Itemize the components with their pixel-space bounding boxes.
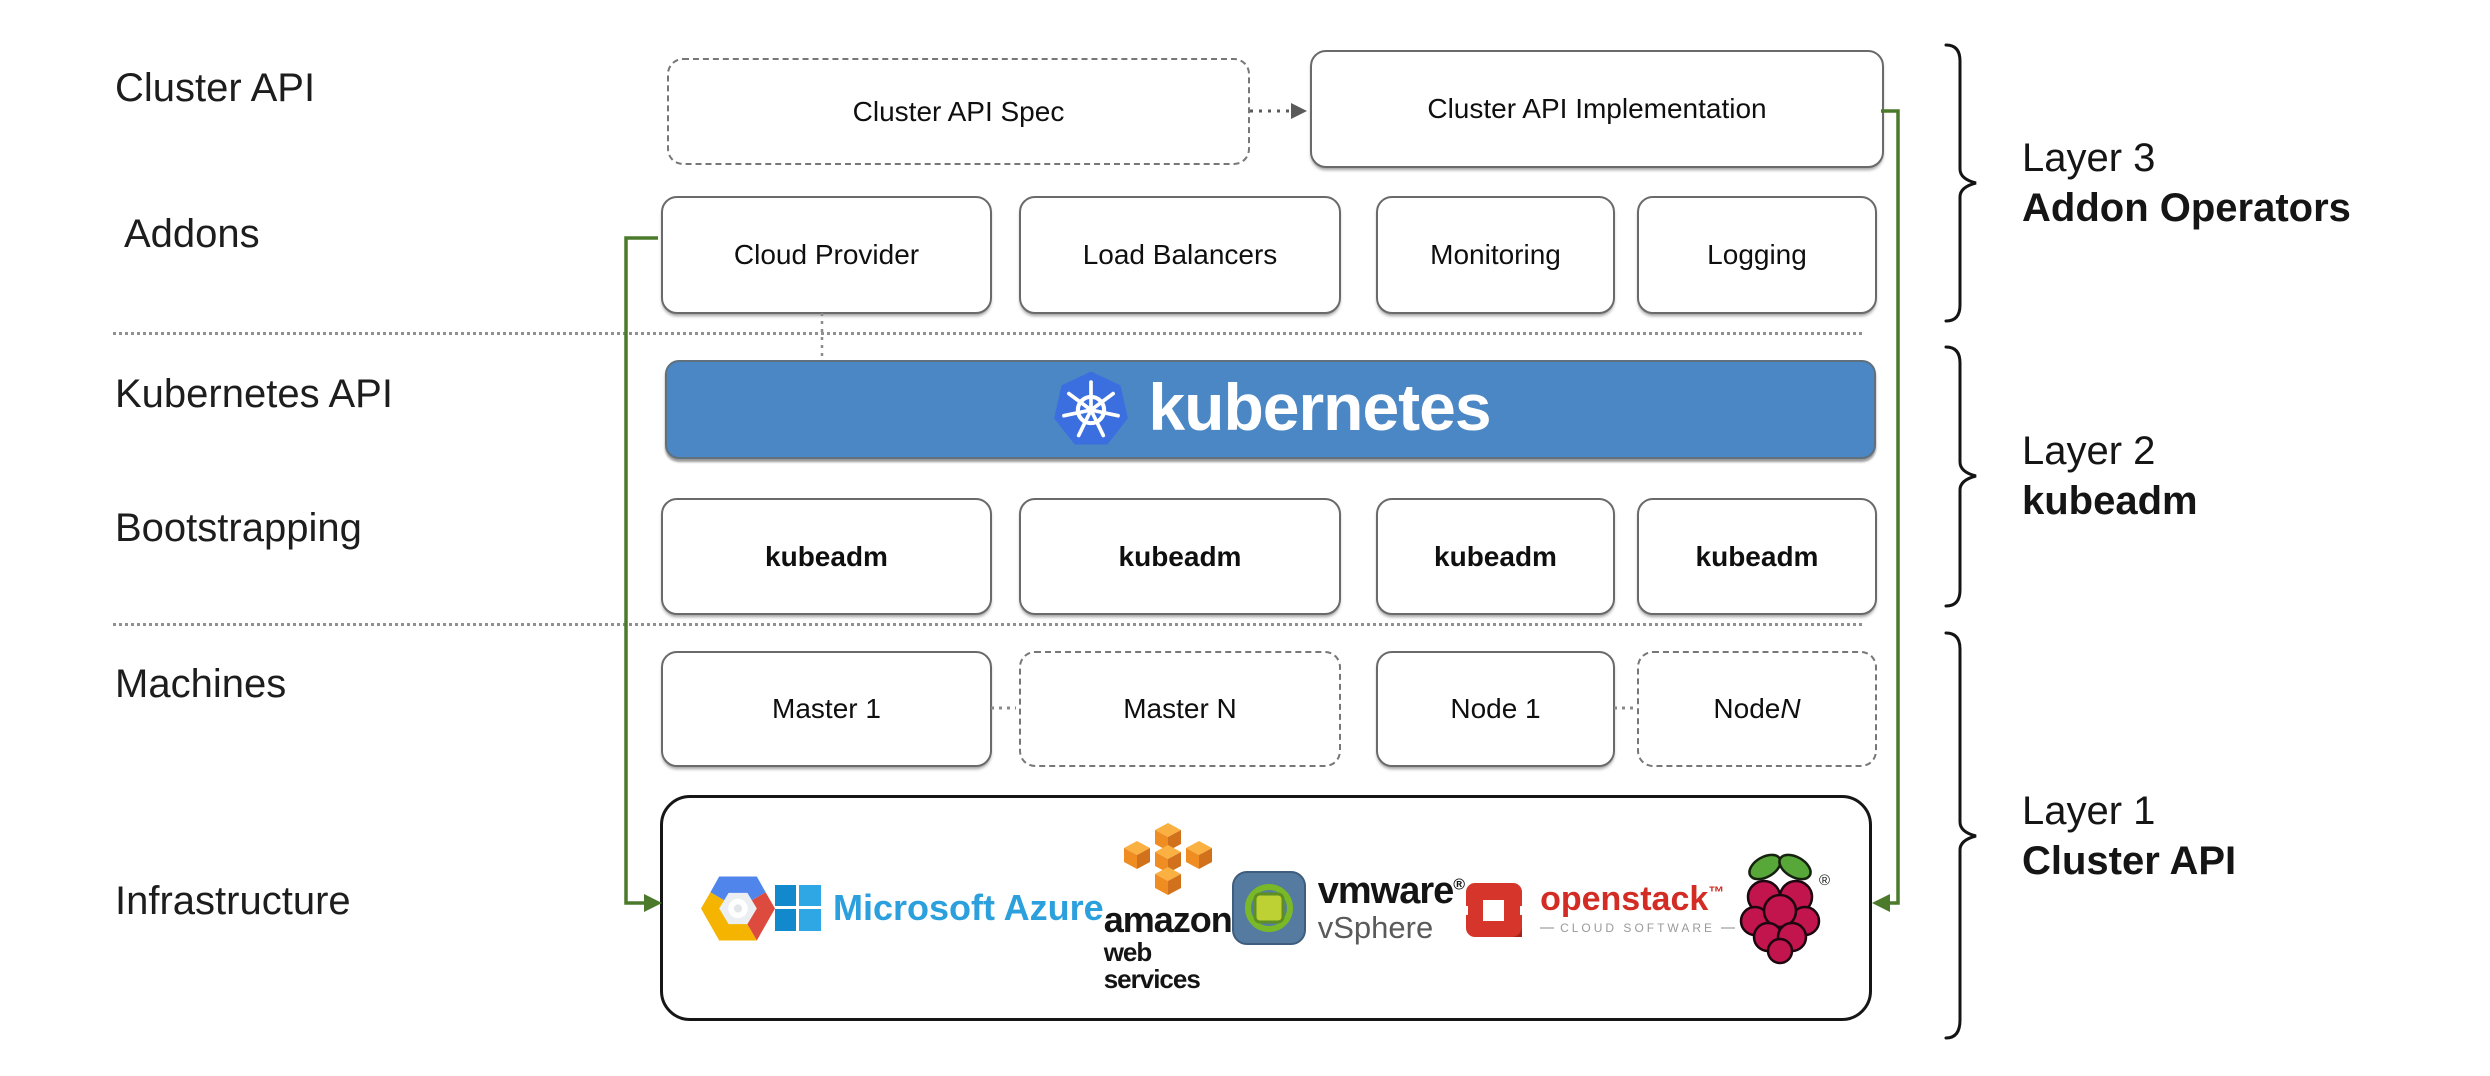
addon-box-monitoring: Monitoring — [1376, 196, 1615, 314]
google-cloud-logo-icon — [701, 876, 776, 940]
green-connector-cloud-provider — [624, 236, 658, 905]
row-label-cluster-api: Cluster API — [115, 66, 316, 110]
dotted-arrowhead — [1291, 103, 1307, 119]
cluster-api-implementation-box: Cluster API Implementation — [1310, 50, 1884, 168]
layer-2-name: Layer 2 — [2022, 429, 2156, 473]
vsphere-label: vSphere — [1317, 909, 1434, 945]
kubeadm-box-4: kubeadm — [1637, 498, 1877, 615]
cluster-api-spec-box: Cluster API Spec — [667, 58, 1250, 165]
openstack-subtitle: CLOUD SOFTWARE — [1540, 920, 1735, 935]
vmware-registered-mark: ® — [1453, 876, 1465, 894]
row-label-machines: Machines — [115, 662, 287, 706]
raspberry-registered-mark: ® — [1819, 872, 1830, 889]
addon-box-logging: Logging — [1637, 196, 1877, 314]
kubeadm-box-3: kubeadm — [1376, 498, 1615, 615]
vmware-vsphere-logo: vmware® vSphere — [1231, 869, 1465, 945]
brace-layer-1 — [1944, 631, 1977, 1040]
infrastructure-box: Microsoft Azure — [660, 795, 1872, 1021]
openstack-logo: openstack™ CLOUD SOFTWARE — [1464, 873, 1735, 943]
aws-logo: amazon web services — [1103, 822, 1233, 994]
kubeadm-box-2: kubeadm — [1019, 498, 1341, 615]
kubernetes-logo-icon — [1054, 370, 1129, 444]
raspberry-pi-logo: ® — [1735, 849, 1831, 967]
green-connector-implementation — [1881, 109, 1900, 905]
azure-wordmark: Microsoft Azure — [833, 887, 1104, 928]
row-label-addons: Addons — [124, 212, 260, 256]
layer-3-name: Layer 3 — [2022, 136, 2156, 180]
machine-box-master-1: Master 1 — [661, 651, 992, 767]
green-arrowhead-right — [1872, 894, 1890, 912]
addon-box-load-balancers: Load Balancers — [1019, 196, 1341, 314]
web-services-label: web services — [1103, 936, 1201, 994]
brace-layer-2 — [1944, 345, 1977, 608]
brace-layer-3 — [1944, 43, 1977, 323]
machine-box-master-n: Master N — [1019, 651, 1341, 767]
layer-2-title: kubeadm — [2022, 479, 2198, 523]
addon-box-cloud-provider: Cloud Provider — [661, 196, 992, 314]
layer-3-annotation: Layer 3 Addon Operators — [2022, 133, 2351, 233]
layer-2-annotation: Layer 2 kubeadm — [2022, 426, 2198, 526]
layer-1-title: Cluster API — [2022, 839, 2237, 883]
machine-box-node-n: Node N — [1637, 651, 1877, 767]
aws-cubes-icon — [1123, 822, 1212, 895]
node-n-label: Node — [1713, 693, 1781, 724]
openstack-icon — [1464, 883, 1525, 937]
node-n-italic: N — [1780, 693, 1801, 724]
dotted-divider-top — [113, 332, 1862, 335]
openstack-rule-right — [1721, 926, 1735, 929]
microsoft-window-icon — [775, 885, 822, 931]
machine-box-node-1: Node 1 — [1376, 651, 1615, 767]
openstack-tm-mark: ™ — [1708, 884, 1725, 902]
cloud-software-label: CLOUD SOFTWARE — [1560, 920, 1715, 935]
vsphere-icon — [1231, 871, 1306, 945]
vmware-wordmark: vmware® — [1317, 869, 1465, 912]
kubeadm-box-1: kubeadm — [661, 498, 992, 615]
raspberry-pi-icon: ® — [1739, 853, 1830, 965]
layer-1-annotation: Layer 1 Cluster API — [2022, 786, 2236, 886]
openstack-rule-left — [1540, 926, 1555, 929]
kubernetes-banner: kubernetes — [665, 360, 1876, 459]
microsoft-azure-logo: Microsoft Azure — [775, 885, 1104, 931]
row-label-bootstrapping: Bootstrapping — [115, 506, 362, 550]
openstack-wordmark: openstack™ — [1540, 879, 1725, 918]
row-label-infrastructure: Infrastructure — [115, 879, 351, 923]
layer-1-name: Layer 1 — [2022, 789, 2156, 833]
amazon-wordmark: amazon — [1103, 898, 1233, 940]
layer-3-title: Addon Operators — [2022, 186, 2351, 230]
kubernetes-wordmark: kubernetes — [1148, 369, 1491, 444]
dotted-divider-bottom — [113, 623, 1862, 626]
row-label-kubernetes-api: Kubernetes API — [115, 372, 393, 416]
